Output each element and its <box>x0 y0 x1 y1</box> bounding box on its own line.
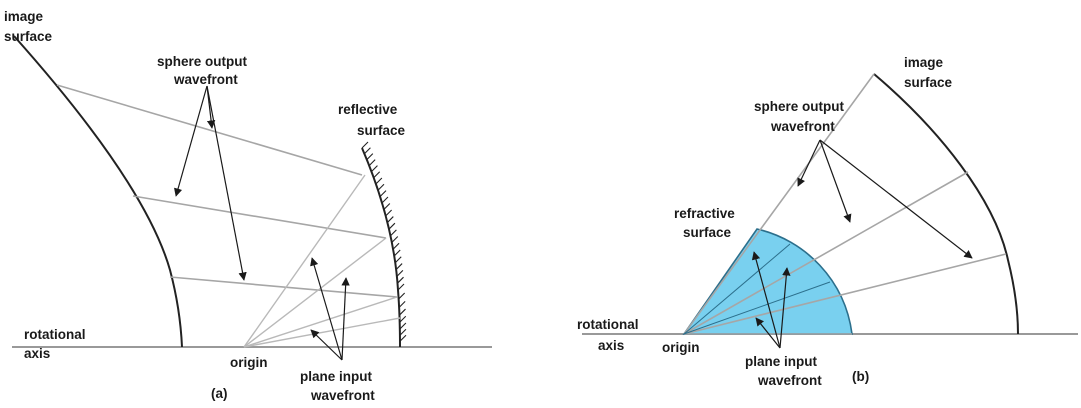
rotational-axis-label: axis <box>598 338 624 353</box>
refractive-lens <box>682 228 853 335</box>
hatch-tick <box>364 147 371 155</box>
reflective-surface-label: reflective <box>338 102 398 117</box>
hatch-tick <box>399 334 407 342</box>
plane-input-label: plane input <box>745 354 818 369</box>
panel-a: image surface sphere output wavefront re… <box>4 9 492 403</box>
hatch-tick <box>399 328 407 336</box>
output-ray <box>169 276 398 298</box>
lens-inner-ray <box>683 281 831 335</box>
plane-input-arrow <box>310 329 343 361</box>
input-ray <box>243 237 387 348</box>
lens-inner-ray <box>683 243 791 335</box>
sphere-output-arrow <box>797 139 821 187</box>
hatch-tick <box>391 236 399 243</box>
hatch-tick <box>399 322 407 330</box>
hatch-tick <box>377 183 385 191</box>
origin-label: origin <box>230 355 268 370</box>
hatch-tick <box>399 315 407 323</box>
sphere-output-label: sphere output <box>754 99 845 114</box>
image-surface-curve <box>13 35 183 348</box>
image-surface-label: surface <box>904 75 953 90</box>
hatch-tick <box>392 242 400 250</box>
hatch-tick <box>394 256 402 264</box>
output-ray <box>683 253 1007 335</box>
hatch-tick <box>397 276 404 284</box>
image-surface-curve <box>873 73 1019 335</box>
hatch-tick <box>398 292 406 300</box>
reflective-surface-hatching <box>361 141 407 342</box>
hatch-tick <box>381 196 389 204</box>
sphere-output-label: wavefront <box>770 119 835 134</box>
plane-input-label: wavefront <box>310 388 375 403</box>
plane-input-label: wavefront <box>757 373 822 388</box>
hatch-tick <box>385 209 393 217</box>
sphere-output-label: wavefront <box>173 72 238 87</box>
plane-input-label: plane input <box>300 369 373 384</box>
reflective-surface-curve <box>361 147 401 348</box>
refractive-surface-label: surface <box>683 225 732 240</box>
output-ray <box>683 73 875 335</box>
image-surface-label: image <box>4 9 44 24</box>
hatch-tick <box>368 159 376 166</box>
hatch-tick <box>383 203 391 210</box>
output-ray <box>683 171 969 335</box>
caption-b: (b) <box>852 369 869 384</box>
rotational-axis-label: rotational <box>24 327 86 342</box>
sphere-output-arrow <box>819 139 973 259</box>
plane-input-arrow <box>751 251 781 349</box>
rotational-axis-label: rotational <box>577 317 639 332</box>
hatch-tick <box>379 190 387 197</box>
sphere-output-label: sphere output <box>157 54 248 69</box>
rotational-axis-label: axis <box>24 346 50 361</box>
plane-input-arrow <box>779 267 791 349</box>
caption-a: (a) <box>211 386 228 401</box>
sphere-output-arrow <box>819 139 852 223</box>
sphere-output-arrow <box>174 85 208 197</box>
input-ray <box>243 174 366 348</box>
hatch-tick <box>371 165 378 173</box>
output-ray <box>132 195 387 239</box>
hatch-tick <box>386 216 394 223</box>
hatch-tick <box>373 171 381 179</box>
hatch-tick <box>366 153 374 161</box>
origin-label: origin <box>662 340 700 355</box>
hatch-tick <box>361 141 369 149</box>
plane-input-arrow <box>341 277 350 361</box>
hatch-tick <box>398 300 406 308</box>
hatch-tick <box>395 263 403 270</box>
output-ray <box>56 84 363 176</box>
hatch-tick <box>399 308 406 316</box>
sphere-output-arrow <box>206 85 247 281</box>
hatch-tick <box>396 269 404 277</box>
input-ray <box>243 296 398 348</box>
input-ray <box>243 317 401 348</box>
refractive-surface-label: refractive <box>674 206 735 221</box>
hatch-tick <box>393 249 401 257</box>
reflective-surface-label: surface <box>357 123 406 138</box>
plane-input-arrow <box>310 257 343 361</box>
hatch-tick <box>388 222 396 230</box>
panel-b: image surface sphere output wavefront re… <box>577 55 1078 388</box>
hatch-tick <box>397 283 405 291</box>
hatch-tick <box>390 229 397 237</box>
plane-input-arrow <box>755 317 781 349</box>
image-surface-label: image <box>904 55 944 70</box>
hatch-tick <box>375 177 383 185</box>
image-surface-label: surface <box>4 29 53 44</box>
